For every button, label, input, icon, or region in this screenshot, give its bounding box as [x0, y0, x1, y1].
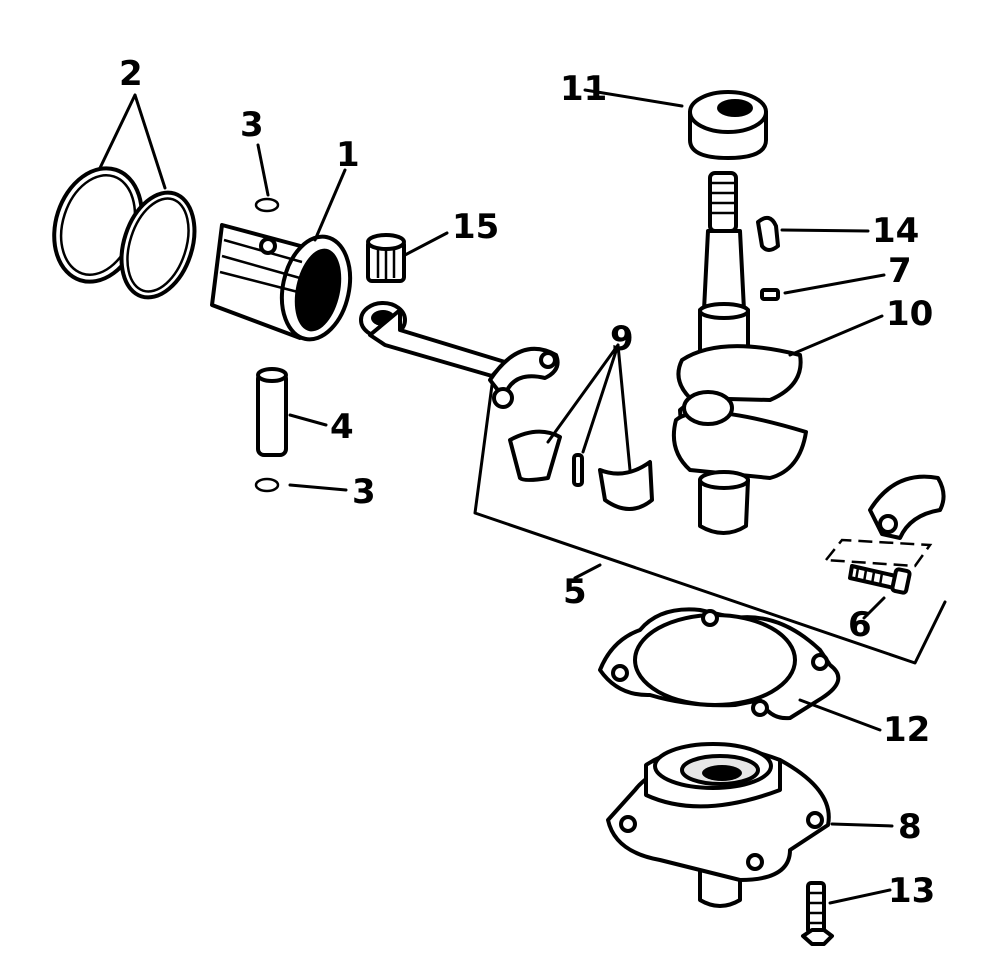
- piston-rings: [52, 166, 197, 300]
- woodruff-key: [756, 215, 780, 252]
- crankshaft-top-bearing: [688, 90, 768, 160]
- callout-3-upper: 3: [240, 105, 264, 145]
- needle-bearing: [366, 233, 406, 283]
- callout-9: 9: [610, 319, 634, 359]
- callout-3-lower: 3: [352, 472, 376, 512]
- rod-bearing-parts: [508, 429, 654, 511]
- piston-pin-clip-upper: [254, 197, 280, 213]
- callout-5: 5: [563, 572, 587, 612]
- callout-13: 13: [888, 871, 935, 911]
- callout-15: 15: [452, 207, 499, 247]
- piston: [210, 223, 353, 342]
- callout-2: 2: [119, 54, 143, 94]
- rod-cap-and-screw: [823, 474, 946, 595]
- callout-7: 7: [888, 251, 912, 291]
- callout-4: 4: [330, 407, 354, 447]
- piston-pin-clip-lower: [254, 477, 280, 493]
- callout-14: 14: [872, 211, 919, 251]
- connecting-rod: [359, 301, 560, 409]
- callout-1: 1: [336, 135, 360, 175]
- housing-bolt: [801, 881, 834, 946]
- gasket: [598, 607, 841, 721]
- callout-6: 6: [848, 605, 872, 645]
- callout-leader-lines: [98, 88, 894, 905]
- callout-8: 8: [898, 807, 922, 847]
- callout-10: 10: [886, 294, 933, 334]
- rod-assembly-bracket-line: [473, 383, 947, 665]
- callout-12: 12: [883, 710, 930, 750]
- piston-pin: [256, 367, 288, 457]
- crankshaft: [671, 171, 808, 535]
- callout-11: 11: [560, 69, 607, 109]
- roll-pin: [760, 288, 780, 301]
- lower-main-bearing-housing: [606, 742, 831, 908]
